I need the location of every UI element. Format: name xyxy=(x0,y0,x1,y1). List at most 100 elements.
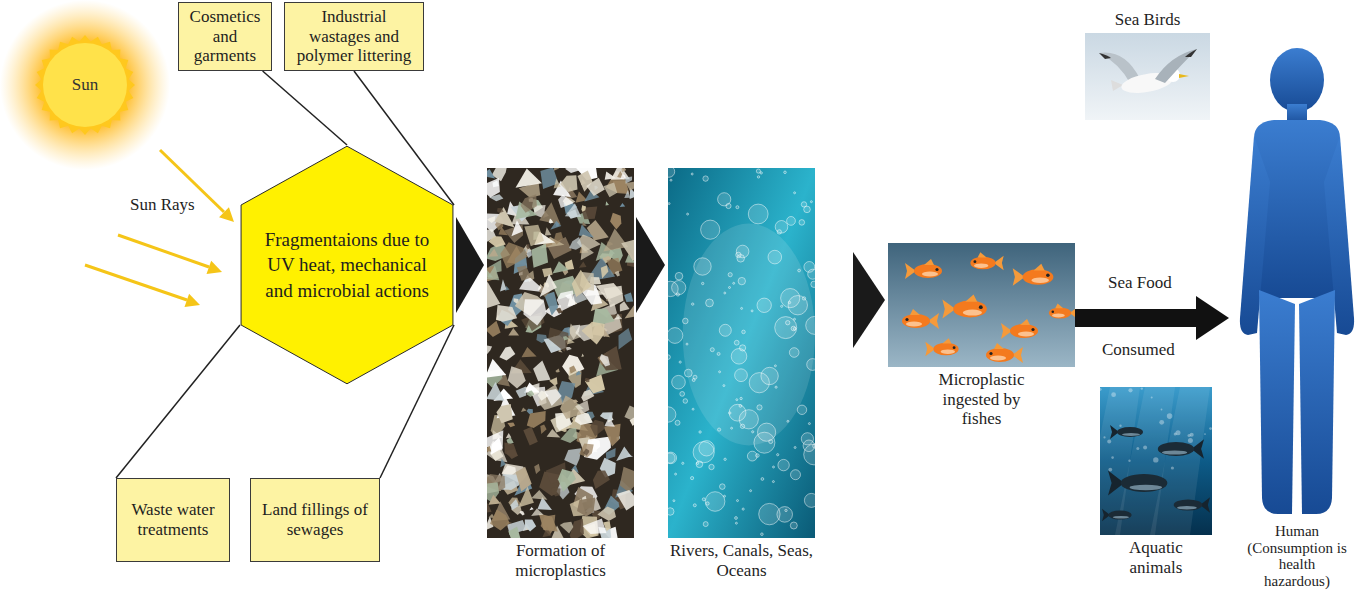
water-bubble xyxy=(675,272,683,280)
bubble xyxy=(1111,392,1116,397)
image-caption: Sea Birds xyxy=(1085,10,1210,30)
water-bubble xyxy=(784,171,787,174)
gull-wing xyxy=(1155,49,1197,83)
water-bubble xyxy=(670,179,672,181)
plastic-fragment xyxy=(487,446,491,452)
box-text: Waste water treatments xyxy=(122,500,224,539)
plastic-fragment xyxy=(605,352,609,356)
goldfish xyxy=(970,252,1003,270)
plastic-fragment xyxy=(567,209,578,218)
fish-eye xyxy=(1031,328,1034,331)
plastic-fragment xyxy=(497,208,504,213)
bubble xyxy=(1119,425,1121,427)
water-bubble xyxy=(703,522,708,527)
fish-body xyxy=(1117,427,1143,437)
water-bubble xyxy=(684,369,692,377)
plastic-fragment xyxy=(521,407,527,412)
plastic-fragment xyxy=(615,271,620,277)
plastic-fragment xyxy=(487,266,499,283)
fish-body xyxy=(1049,307,1071,318)
water-bubble xyxy=(774,365,776,367)
plastic-fragment xyxy=(601,265,609,278)
fish-eye xyxy=(905,318,908,321)
light-ray xyxy=(1150,387,1210,535)
water-bubble xyxy=(724,292,726,294)
plastic-fragment xyxy=(496,305,517,322)
water-bubble xyxy=(794,192,796,194)
dark-fish xyxy=(1108,470,1167,495)
plastic-fragment xyxy=(490,510,510,531)
fish-belly xyxy=(1162,450,1187,454)
water-bubble xyxy=(726,203,731,208)
ray-lines xyxy=(85,150,224,300)
plastic-fragment xyxy=(507,423,515,428)
plastic-fragment xyxy=(581,353,584,357)
water-bubble xyxy=(757,298,771,312)
bird-photo: Sea Birds xyxy=(1085,10,1210,120)
hexagon-text-column: Fragmentaions due to UV heat, mechanical… xyxy=(261,227,433,304)
plastic-fragment xyxy=(487,216,495,223)
water-bubble xyxy=(710,348,714,352)
plastic-fragment xyxy=(521,194,537,212)
plastic-fragment xyxy=(560,175,577,192)
fish-body xyxy=(933,343,958,356)
plastic-fragment xyxy=(520,511,525,516)
water-bubble xyxy=(706,299,714,307)
fish-belly xyxy=(1018,332,1034,337)
dark-fish xyxy=(1174,497,1210,512)
plastic-fragment xyxy=(549,219,554,224)
plastic-fragment xyxy=(575,400,589,414)
fish-photo: Microplastic ingested by fishes xyxy=(888,243,1075,429)
water-bubble xyxy=(675,473,677,475)
sun-ray xyxy=(85,265,187,300)
plastic-fragment xyxy=(600,412,613,420)
bubble xyxy=(1209,427,1212,430)
fish-belly xyxy=(1052,313,1065,317)
fish-fin xyxy=(924,259,934,265)
fish-eye xyxy=(979,305,983,309)
plastic-fragment xyxy=(605,171,617,179)
water-bubble xyxy=(791,470,801,480)
water-bubble xyxy=(794,447,796,449)
water-bubble xyxy=(735,517,738,520)
plastic-fragment xyxy=(581,205,586,212)
caption-group: Rivers, Canals, Seas, Oceans xyxy=(657,541,827,580)
fish-belly xyxy=(1031,278,1049,284)
water-bubble xyxy=(728,273,732,277)
flow-arrow xyxy=(636,217,665,313)
plastic-fragment xyxy=(603,521,611,531)
plastic-fragment xyxy=(620,174,626,179)
plastic-fragment xyxy=(606,448,616,460)
plastic-fragment xyxy=(524,225,544,247)
water-bubble xyxy=(735,522,737,524)
water-bubble xyxy=(720,484,726,490)
water-bubble xyxy=(781,305,783,307)
water-bubble xyxy=(668,508,674,516)
sky xyxy=(1085,33,1210,120)
water-illustration xyxy=(668,168,815,538)
connector xyxy=(116,325,240,478)
water-bubble xyxy=(736,399,738,401)
plastic-fragment xyxy=(494,207,514,228)
water-bubble xyxy=(683,399,688,404)
box-text: Cosmetics and garments xyxy=(184,7,266,66)
plastic-fragment xyxy=(526,249,532,258)
water-bubble xyxy=(811,281,815,287)
water-bubble xyxy=(777,507,793,523)
water-bubble xyxy=(749,373,769,393)
plastic-fragment xyxy=(569,237,582,250)
fish-fin xyxy=(942,338,951,343)
water-bubble xyxy=(751,310,753,312)
water-bubble xyxy=(738,277,745,284)
connector xyxy=(636,217,665,313)
plastic-fragment xyxy=(539,514,558,532)
sun-text: Sun xyxy=(72,75,98,95)
plastic-fragment xyxy=(619,328,633,350)
fish-belly xyxy=(990,356,1006,361)
plastic-fragment xyxy=(616,446,631,461)
plastic-fragment xyxy=(545,227,552,235)
plastic-fragment xyxy=(508,366,526,388)
gull-wingtip xyxy=(1185,49,1197,57)
water-bubble xyxy=(803,440,815,452)
water-bubble xyxy=(757,405,762,410)
